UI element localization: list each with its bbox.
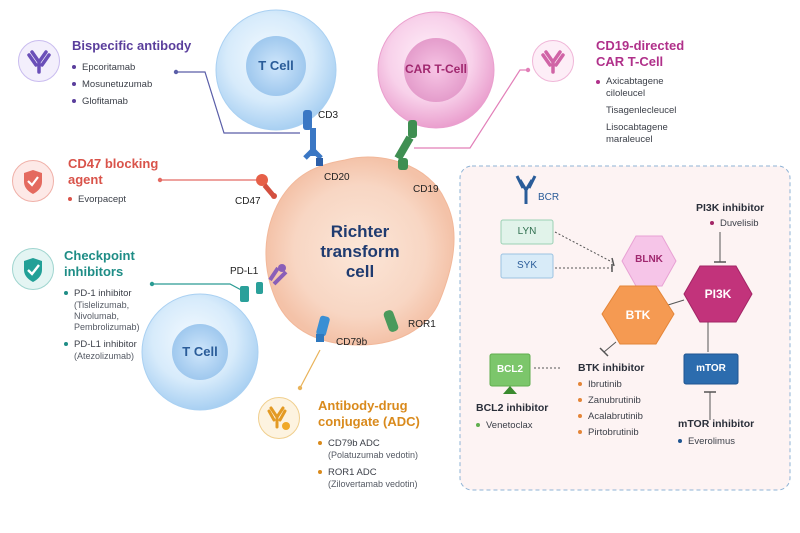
- adc-item-detail: (Polatuzumab vedotin): [328, 450, 419, 460]
- cd47-section: CD47 blocking agent Evorpacept: [68, 156, 178, 206]
- checkpoint-badge: [12, 248, 54, 290]
- cd47-title: CD47 blocking agent: [68, 156, 159, 187]
- btk-node[interactable]: [601, 285, 675, 345]
- checkpoint-item-detail: Nivolumab,: [74, 311, 120, 321]
- btk-inhibitor-title: BTK inhibitor: [578, 362, 645, 374]
- adc-badge: [258, 397, 300, 439]
- bispecific-item: Mosunetuzumab: [72, 79, 222, 91]
- mtor-inhibitor-item: Everolimus: [678, 436, 778, 448]
- car-t-section: CD19-directed CAR T-Cell Axicabtagene ci…: [596, 38, 726, 146]
- adc-section: Antibody-drug conjugate (ADC) CD79b ADC …: [318, 398, 458, 490]
- richter-line3: cell: [345, 262, 375, 281]
- car-t-cell-nucleus: [404, 38, 468, 102]
- btk-inhibitor-item: Acalabrutinib: [578, 411, 678, 423]
- car-t-cell-label: CAR T-Cell: [404, 62, 467, 76]
- bcr-label: BCR: [538, 192, 560, 203]
- adc-item: ROR1 ADC: [318, 467, 458, 479]
- bcl2-label: BCL2: [496, 364, 524, 375]
- mtor-label: mTOR: [696, 363, 726, 374]
- shield-check-icon: [24, 258, 42, 282]
- btk-inhibitor-section: BTK inhibitor Ibrutinib Zanubrutinib Aca…: [578, 362, 678, 439]
- pdl1-pd1-binding: [240, 264, 288, 302]
- cd3-cd20-bispecific-bridge: [303, 110, 323, 166]
- shield-icon: [24, 170, 42, 194]
- cd19-label: CD19: [413, 184, 439, 195]
- bispecific-title: Bispecific antibody: [72, 38, 192, 53]
- bispecific-badge: [18, 40, 60, 82]
- ror1-receptor: [383, 310, 399, 332]
- adc-item-detail: (Zilovertamab vedotin): [328, 479, 418, 489]
- t-cell-top-label: T Cell: [258, 58, 294, 73]
- richter-cell-body: [265, 156, 455, 346]
- cd20-label: CD20: [324, 172, 350, 183]
- lyn-label: LYN: [517, 226, 537, 237]
- pi3k-node[interactable]: [683, 265, 753, 323]
- pi3k-label: PI3K: [704, 287, 732, 301]
- syk-node[interactable]: [500, 253, 554, 279]
- bispecific-section: Bispecific antibody Epcoritamab Mosunetu…: [72, 38, 222, 108]
- richter-cell-label: Richter transform cell: [300, 222, 420, 282]
- car-t-badge: [532, 40, 574, 82]
- richter-line2: transform: [320, 242, 400, 261]
- lyn-node[interactable]: [500, 219, 554, 245]
- blnk-label: BLNK: [635, 254, 663, 265]
- checkpoint-item-detail: (Tislelizumab,: [74, 300, 130, 310]
- cd47-badge: [12, 160, 54, 202]
- adc-title: Antibody-drug conjugate (ADC): [318, 398, 420, 429]
- pi3k-inhibitor-section: PI3K inhibitor Duvelisib: [696, 202, 786, 230]
- antibody-icon: [27, 50, 51, 74]
- checkpoint-item-detail: Pembrolizumab): [74, 322, 140, 332]
- btk-inhibitor-item: Zanubrutinib: [578, 395, 678, 407]
- t-cell-bottom-label: T Cell: [182, 344, 218, 359]
- bispecific-item: Glofitamab: [72, 96, 222, 108]
- bcl2-inhibitor-section: BCL2 inhibitor Venetoclax: [476, 402, 576, 432]
- btk-inhibitor-item: Pirtobrutinib: [578, 427, 678, 439]
- mtor-inhibitor-section: mTOR inhibitor Everolimus: [678, 418, 778, 448]
- richter-line1: Richter: [330, 222, 390, 241]
- pathway-connectors: [534, 231, 726, 420]
- bcl2-triangle: [503, 386, 517, 394]
- pdl1-label: PD-L1: [230, 266, 259, 277]
- checkpoint-section: Checkpoint inhibitors PD-1 inhibitor (Ti…: [64, 248, 174, 362]
- adc-item: CD79b ADC: [318, 438, 458, 450]
- ror1-label: ROR1: [408, 319, 436, 330]
- btk-inhibitor-item: Ibrutinib: [578, 379, 678, 391]
- bispecific-item: Epcoritamab: [72, 62, 222, 74]
- cd47-label: CD47: [235, 196, 261, 207]
- car-t-item: Tisagenlecleucel: [606, 105, 677, 116]
- t-cell-bottom-nucleus: [172, 324, 228, 380]
- checkpoint-item-detail: (Atezolizumab): [74, 351, 135, 361]
- pi3k-inhibitor-item: Duvelisib: [696, 218, 786, 230]
- cd47-receptor: [256, 174, 277, 199]
- antibody-icon: [541, 50, 565, 74]
- cd19-car-receptor: [394, 120, 417, 170]
- cd79b-receptor: [316, 315, 330, 342]
- mtor-node[interactable]: [683, 353, 739, 385]
- checkpoint-item: PD-L1 inhibitor: [64, 339, 174, 351]
- bcr-antibody-icon: [515, 175, 537, 204]
- mtor-inhibitor-title: mTOR inhibitor: [678, 418, 755, 430]
- checkpoint-item: PD-1 inhibitor: [64, 288, 174, 300]
- adc-antibody-icon: [267, 406, 290, 430]
- car-t-item: Lisocabtagene maraleucel: [606, 122, 668, 145]
- bcl2-inhibitor-title: BCL2 inhibitor: [476, 402, 549, 414]
- syk-label: SYK: [516, 260, 537, 271]
- t-cell-top-nucleus: [246, 36, 306, 96]
- car-t-title: CD19-directed CAR T-Cell: [596, 38, 685, 69]
- car-t-item: Axicabtagene ciloleucel: [596, 76, 726, 100]
- bcl2-inhibitor-item: Venetoclax: [476, 420, 576, 432]
- cd47-item: Evorpacept: [68, 194, 178, 206]
- cd3-label: CD3: [318, 110, 339, 121]
- btk-label: BTK: [625, 308, 651, 322]
- pi3k-inhibitor-title: PI3K inhibitor: [696, 202, 765, 214]
- cd79b-label: CD79b: [336, 337, 368, 348]
- checkpoint-title: Checkpoint inhibitors: [64, 248, 135, 279]
- blnk-node[interactable]: [621, 235, 677, 287]
